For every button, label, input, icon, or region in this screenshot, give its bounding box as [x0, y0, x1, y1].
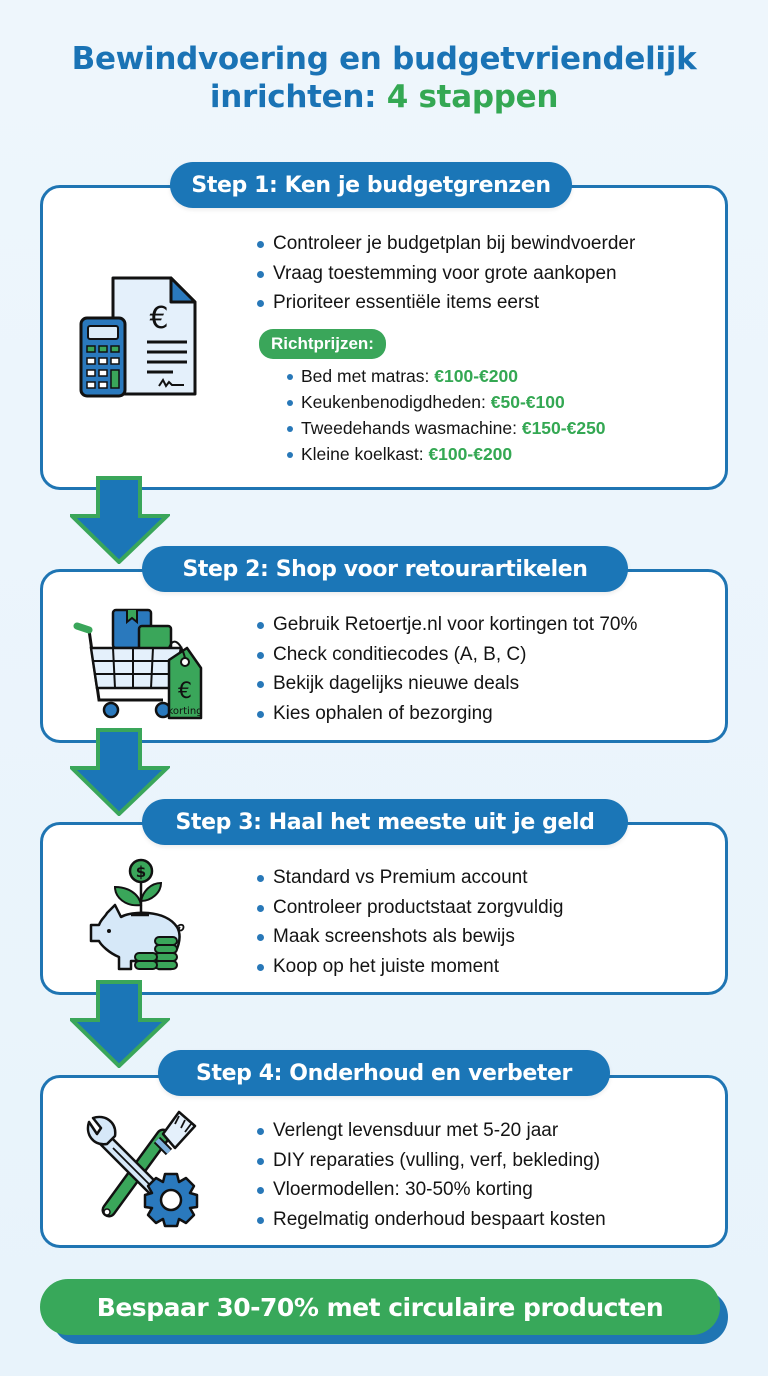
price-item: Bed met matras: €100-€200	[285, 363, 606, 389]
svg-text:$: $	[136, 863, 146, 881]
piggy-bank-money-plant-icon: $	[85, 857, 200, 977]
title-accent: 4 stappen	[386, 79, 559, 115]
list-item: Controleer productstaat zorgvuldig	[255, 893, 563, 923]
svg-text:€: €	[149, 301, 168, 336]
list-item: Koop op het juiste moment	[255, 952, 563, 982]
step-1-bullets: Controleer je budgetplan bij bewindvoerd…	[255, 229, 635, 318]
arrow-down-icon	[70, 980, 170, 1068]
price-item: Tweedehands wasmachine: €150-€250	[285, 415, 606, 441]
savings-banner: Bespaar 30-70% met circulaire producten	[40, 1279, 720, 1335]
list-item: DIY reparaties (vulling, verf, bekleding…	[255, 1146, 606, 1176]
step-3-bullets: Standard vs Premium account Controleer p…	[255, 863, 563, 981]
page-title: Bewindvoering en budgetvriendelijk inric…	[0, 40, 768, 116]
arrow-down-icon	[70, 476, 170, 564]
list-item: Vraag toestemming voor grote aankopen	[255, 259, 635, 289]
price-range: €150-€250	[521, 418, 606, 438]
step-3-card: $ Standard vs Premium account Controleer…	[40, 822, 728, 995]
list-item: Bekijk dagelijks nieuwe deals	[255, 669, 637, 699]
title-line-2: inrichten: 4 stappen	[0, 78, 768, 116]
list-item: Maak screenshots als bewijs	[255, 922, 563, 952]
price-item: Kleine koelkast: €100-€200	[285, 441, 606, 467]
list-item: Prioriteer essentiële items eerst	[255, 288, 635, 318]
step-1-title: Step 1: Ken je budgetgrenzen	[170, 162, 572, 208]
step-3-title: Step 3: Haal het meeste uit je geld	[142, 799, 628, 845]
title-line-1: Bewindvoering en budgetvriendelijk	[71, 41, 697, 77]
step-4-bullets: Verlengt levensduur met 5-20 jaar DIY re…	[255, 1116, 606, 1234]
arrow-down-icon	[70, 728, 170, 816]
price-range: €100-€200	[434, 366, 518, 386]
list-item: Standard vs Premium account	[255, 863, 563, 893]
price-list: Bed met matras: €100-€200 Keukenbenodigd…	[285, 363, 606, 467]
list-item: Gebruik Retoertje.nl voor kortingen tot …	[255, 610, 637, 640]
svg-text:€: €	[178, 679, 192, 704]
step-1-card: € Controleer je budgetplan bij bewindvoe…	[40, 185, 728, 490]
list-item: Check conditiecodes (A, B, C)	[255, 640, 637, 670]
list-item: Kies ophalen of bezorging	[255, 699, 637, 729]
step-4-title: Step 4: Onderhoud en verbeter	[158, 1050, 610, 1096]
step-2-card: € korting Gebruik Retoertje.nl voor kort…	[40, 569, 728, 743]
step-2-bullets: Gebruik Retoertje.nl voor kortingen tot …	[255, 610, 637, 728]
step-2-title: Step 2: Shop voor retourartikelen	[142, 546, 628, 592]
shopping-cart-discount-tag-icon: € korting	[73, 606, 203, 726]
step-4-card: Verlengt levensduur met 5-20 jaar DIY re…	[40, 1075, 728, 1248]
wrench-brush-gear-icon	[79, 1106, 204, 1236]
list-item: Verlengt levensduur met 5-20 jaar	[255, 1116, 606, 1146]
list-item: Regelmatig onderhoud bespaart kosten	[255, 1205, 606, 1235]
price-item: Keukenbenodigdheden: €50-€100	[285, 389, 606, 415]
list-item: Controleer je budgetplan bij bewindvoerd…	[255, 229, 635, 259]
calculator-invoice-euro-icon: €	[79, 270, 199, 405]
discount-tag-text: korting	[167, 706, 202, 717]
price-range: €100-€200	[428, 444, 513, 464]
title-prefix: inrichten:	[209, 79, 377, 115]
price-guide-label: Richtprijzen:	[259, 329, 386, 359]
list-item: Vloermodellen: 30-50% korting	[255, 1175, 606, 1205]
price-range: €50-€100	[490, 392, 565, 412]
